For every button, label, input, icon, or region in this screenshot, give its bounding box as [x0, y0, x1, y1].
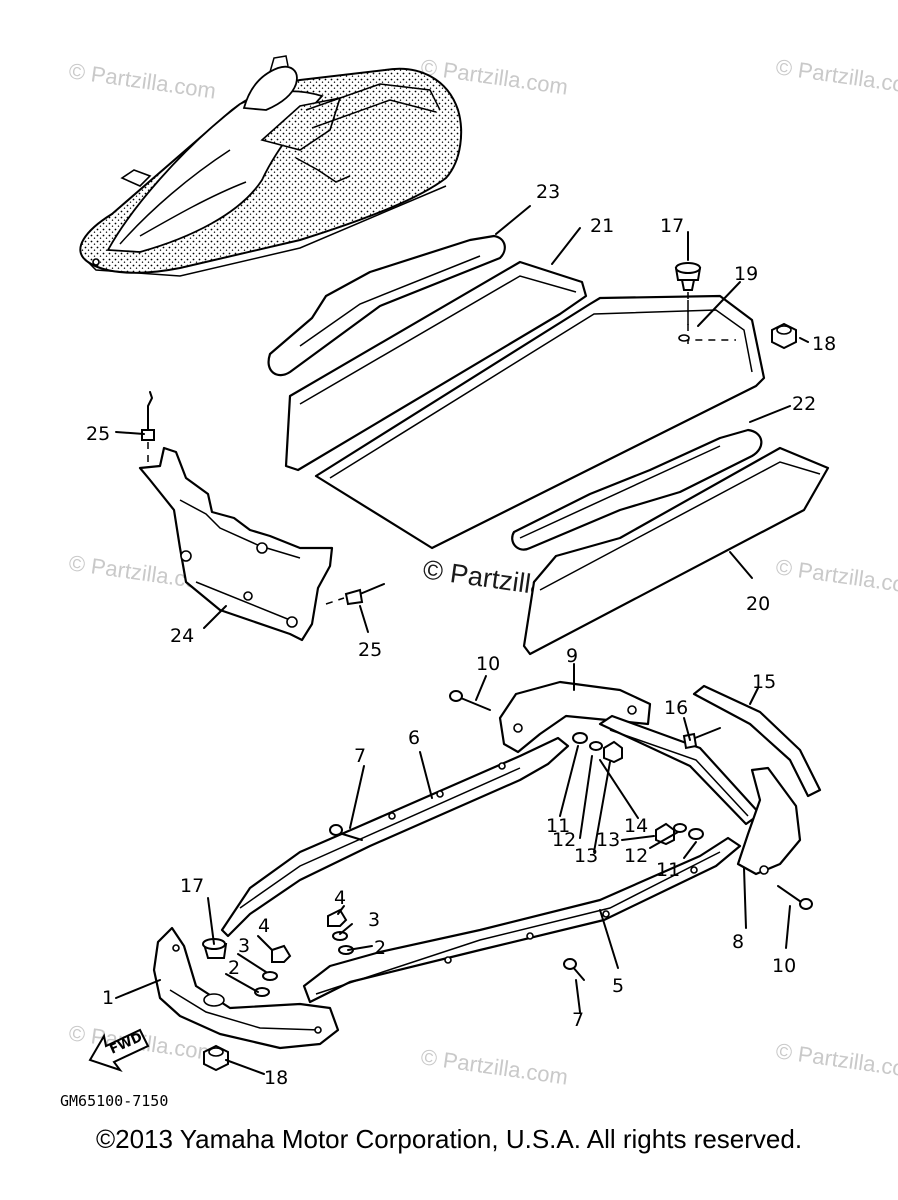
- part-25-rivet-top: [141, 391, 155, 466]
- part-5-gunwale-rail: [302, 836, 742, 1004]
- callout-17-top: 17: [660, 215, 684, 237]
- callout-4-right: 4: [334, 887, 346, 909]
- part-9-bracket: [498, 680, 652, 754]
- leader-lines: [115, 205, 809, 1075]
- callout-2-left: 2: [228, 957, 240, 979]
- callout-22: 22: [792, 393, 816, 415]
- part-21-mat: [284, 260, 588, 472]
- watermark-7: © Partzilla.com: [419, 1044, 569, 1089]
- callout-numbers: 23 21 17 19 18 22 20 25 24 25 10 9 15 16…: [86, 181, 836, 1089]
- callout-4-left: 4: [258, 915, 270, 937]
- callout-1: 1: [102, 987, 114, 1009]
- part-18-nut-top: [771, 322, 797, 350]
- callout-3-left: 3: [238, 935, 250, 957]
- hardware-group: [202, 690, 813, 1072]
- callout-11-top: 11: [546, 815, 570, 837]
- callout-5: 5: [612, 975, 624, 997]
- watercraft-hull-illustration: [79, 55, 463, 277]
- callout-10-top: 10: [476, 653, 500, 675]
- watermark-8: © Partzilla.com: [774, 1038, 898, 1083]
- watermark-5: © Partzilla.com: [774, 554, 898, 599]
- callout-25-top: 25: [86, 423, 110, 445]
- callout-23: 23: [536, 181, 560, 203]
- callout-9: 9: [566, 645, 578, 667]
- part-6-gunwale-rail: [220, 736, 570, 938]
- part-23-mat: [267, 234, 506, 377]
- callout-8: 8: [732, 931, 744, 953]
- watermark-1: © Partzilla.com: [67, 58, 217, 103]
- callout-7-bottom: 7: [572, 1009, 584, 1031]
- part-22-mat: [511, 428, 763, 551]
- part-14-gunwale-rail: [598, 714, 762, 826]
- callout-3-right: 3: [368, 909, 380, 931]
- callout-2-right: 2: [374, 937, 386, 959]
- washer-12-top: [589, 741, 603, 751]
- diagram-code: GM65100-7150: [60, 1092, 168, 1110]
- callout-21: 21: [590, 215, 614, 237]
- callout-15: 15: [752, 671, 776, 693]
- callout-16: 16: [664, 697, 688, 719]
- callout-12-bottom: 12: [624, 845, 648, 867]
- washer-11-top: [572, 732, 588, 744]
- callout-25-bottom: 25: [358, 639, 382, 661]
- nut-4-right: [327, 908, 348, 927]
- callout-11-bottom: 11: [656, 859, 680, 881]
- washer-2-left: [254, 987, 270, 997]
- callout-19: 19: [734, 263, 758, 285]
- callout-10-bottom: 10: [772, 955, 796, 977]
- part-15-strip: [692, 684, 822, 798]
- part-17-grommet-top: [674, 262, 702, 330]
- watermark-3: © Partzilla.com: [774, 54, 898, 99]
- callout-17-bottom: 17: [180, 875, 204, 897]
- callout-13-top: 13: [574, 845, 598, 867]
- washer-12-bottom: [673, 823, 687, 833]
- bolt-10-bottom: [777, 885, 805, 905]
- part-20-mat: [522, 446, 830, 656]
- washer-3-right: [332, 931, 348, 941]
- part-25-rivet-bottom: [325, 583, 385, 606]
- nut-13-top: [603, 740, 623, 764]
- part-8-bumper: [736, 766, 802, 876]
- washer-3-left: [262, 971, 278, 981]
- washer-11-bottom: [688, 828, 704, 840]
- part-19-mat: [314, 294, 766, 550]
- callout-12-top: 12: [552, 829, 576, 851]
- callout-14: 14: [624, 815, 648, 837]
- nut-4-left: [271, 944, 292, 963]
- callout-20: 20: [746, 593, 770, 615]
- callout-6: 6: [408, 727, 420, 749]
- part-24-bracket: [138, 446, 334, 642]
- callout-18-top: 18: [812, 333, 836, 355]
- callout-24: 24: [170, 625, 194, 647]
- copyright-notice: ©2013 Yamaha Motor Corporation, U.S.A. A…: [95, 1124, 803, 1154]
- callout-7-top: 7: [354, 745, 366, 767]
- callout-18-bottom: 18: [264, 1067, 288, 1089]
- nut-13-bottom: [655, 822, 675, 846]
- callout-13-bottom: 13: [596, 829, 620, 851]
- part-1-bumper: [152, 926, 340, 1050]
